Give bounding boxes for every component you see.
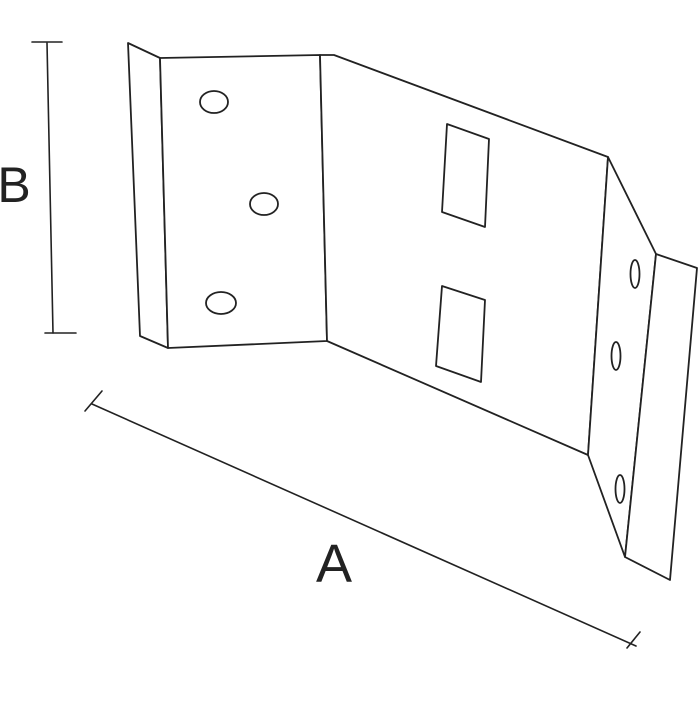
right-plate-hole-middle <box>610 341 622 371</box>
right-flange <box>624 253 698 581</box>
left-plate-hole-bottom <box>205 291 237 315</box>
dimension-b-line <box>46 42 54 334</box>
right-plate-hole-bottom <box>614 474 626 504</box>
left-plate-hole-top <box>199 90 229 114</box>
dimension-a-label: A <box>316 534 352 594</box>
dimension-a-line <box>91 403 637 647</box>
right-plate-hole-top <box>629 259 641 289</box>
middle-plate-slot-top <box>441 123 490 228</box>
dimension-b-label: B <box>0 157 31 213</box>
dimension-a-tick-left <box>84 390 103 412</box>
left-plate <box>159 54 328 349</box>
dimension-a-tick-right <box>626 631 641 649</box>
middle-plate-slot-bottom <box>435 285 486 383</box>
left-plate-hole-middle <box>249 192 279 216</box>
middle-plate <box>319 54 609 456</box>
